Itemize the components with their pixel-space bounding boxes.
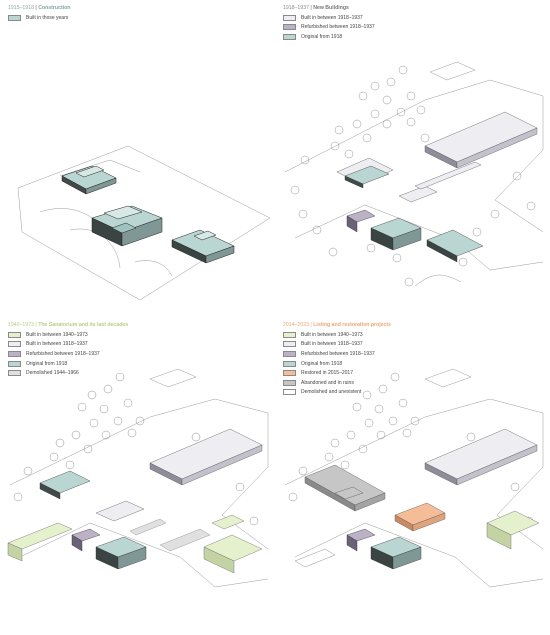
refurbished-1918-1937 bbox=[71, 528, 101, 552]
trees bbox=[288, 372, 534, 526]
legend-swatch bbox=[8, 350, 21, 357]
legend-label: Original from 1918 bbox=[301, 360, 343, 367]
panel-new-buildings: 1918–1937 | New Buildings Built in betwe… bbox=[275, 0, 550, 317]
legend-swatch bbox=[283, 331, 296, 338]
legend-swatch bbox=[283, 389, 296, 396]
legend-label: Built in between 1918–1937 bbox=[26, 341, 88, 348]
legend-label: Original from 1918 bbox=[26, 360, 68, 367]
legend-item: Built in those years bbox=[8, 13, 68, 23]
legend-label: Abandoned and in ruins bbox=[301, 379, 354, 386]
title-separator: | bbox=[33, 322, 39, 328]
sanatorium-wings-1918-1937 bbox=[95, 428, 263, 522]
site-plan-1915-1918 bbox=[17, 145, 271, 301]
legend-item: Original from 1918 bbox=[8, 359, 100, 369]
refurbished-1918-1937 bbox=[346, 209, 376, 233]
legend-swatch bbox=[283, 33, 296, 40]
legend-item: Built in between 1940–1973 bbox=[8, 330, 100, 340]
legend-label: Built in between 1940–1973 bbox=[26, 331, 88, 338]
built-1940-1973 bbox=[7, 514, 263, 574]
panel-title: 1915–1918 | Construction bbox=[8, 5, 70, 11]
panel-listing-restoration: 2014–2023 | Listing and restoration proj… bbox=[275, 317, 550, 634]
refurbished-1918-1937 bbox=[346, 528, 376, 552]
legend-swatch bbox=[8, 341, 21, 348]
title-separator: | bbox=[33, 5, 39, 11]
legend-label: Built in between 1918–1937 bbox=[301, 14, 363, 21]
demolished-1944-1966 bbox=[129, 518, 211, 552]
legend-item: Built in between 1940–1973 bbox=[283, 330, 375, 340]
sanatorium-wings-1918-1937 bbox=[336, 111, 538, 203]
panel-construction: 1915–1918 | Construction Built in those … bbox=[0, 0, 275, 317]
panel-name: The Sanatorium and its last decades bbox=[38, 322, 129, 328]
demolished-unexistent bbox=[294, 548, 336, 568]
panel-name: New Buildings bbox=[313, 5, 349, 11]
legend-label: Built in between 1940–1973 bbox=[301, 331, 363, 338]
original-1918 bbox=[370, 536, 422, 570]
legend-item: Refurbished between 1918–1937 bbox=[283, 23, 375, 33]
abandoned-ruins bbox=[304, 464, 386, 512]
panel-sanatorium-last-decades: 1940–1973 | The Sanatorium and its last … bbox=[0, 317, 275, 634]
sanatorium-wings-1918-1937 bbox=[424, 428, 538, 486]
legend-label: Original from 1918 bbox=[301, 33, 343, 40]
legend-item: Built in between 1918–1937 bbox=[8, 340, 100, 350]
original-1918 bbox=[344, 165, 484, 263]
legend-item: Refurbished between 1918–1937 bbox=[8, 349, 100, 359]
panel-name: Construction bbox=[38, 5, 71, 11]
legend-item: Built in between 1918–1937 bbox=[283, 340, 375, 350]
legend-item: Original from 1918 bbox=[283, 359, 375, 369]
legend-swatch bbox=[283, 360, 296, 367]
panel-years: 1915–1918 bbox=[8, 5, 34, 11]
legend-item: Original from 1918 bbox=[283, 32, 375, 42]
legend-item: Refurbished between 1918–1937 bbox=[283, 349, 375, 359]
site-plan-1918-1937 bbox=[284, 61, 544, 287]
legend: Built in between 1940–1973 Built in betw… bbox=[283, 330, 375, 397]
panel-title: 1918–1937 | New Buildings bbox=[283, 5, 349, 11]
panel-title: 2014–2023 | Listing and restoration proj… bbox=[283, 322, 391, 328]
legend-swatch bbox=[283, 14, 296, 21]
panel-years: 1918–1937 bbox=[283, 5, 309, 11]
legend-item: Abandoned and in ruins bbox=[283, 378, 375, 388]
site-plan-2014-2023 bbox=[284, 368, 544, 588]
legend-swatch bbox=[283, 370, 296, 377]
legend-label: Refurbished between 1918–1937 bbox=[301, 350, 375, 357]
legend-label: Demolished and unexistent bbox=[301, 389, 362, 396]
site-plan-1940-1973 bbox=[7, 368, 269, 588]
legend-label: Refurbished between 1918–1937 bbox=[301, 24, 375, 31]
building-east-1915 bbox=[171, 229, 235, 264]
panel-years: 2014–2023 bbox=[283, 322, 309, 328]
legend-label: Refurbished between 1918–1937 bbox=[26, 350, 100, 357]
legend-swatch bbox=[8, 360, 21, 367]
trees bbox=[13, 372, 259, 526]
legend-label: Demolished 1944–1966 bbox=[26, 370, 79, 377]
title-separator: | bbox=[308, 5, 314, 11]
title-separator: | bbox=[308, 322, 314, 328]
panel-name: Listing and restoration projects bbox=[313, 322, 392, 328]
building-central-1915 bbox=[91, 205, 163, 247]
legend: Built in between 1940–1973 Built in betw… bbox=[8, 330, 100, 378]
legend-item: Restored in 2015–2017 bbox=[283, 368, 375, 378]
legend-swatch bbox=[283, 24, 296, 31]
legend-swatch bbox=[283, 379, 296, 386]
legend-swatch bbox=[8, 331, 21, 338]
legend-label: Restored in 2015–2017 bbox=[301, 370, 353, 377]
legend-swatch bbox=[283, 350, 296, 357]
trees bbox=[290, 65, 536, 287]
legend-item: Demolished and unexistent bbox=[283, 388, 375, 398]
legend-swatch bbox=[8, 370, 21, 377]
panel-years: 1940–1973 bbox=[8, 322, 34, 328]
legend-item: Demolished 1944–1966 bbox=[8, 368, 100, 378]
legend: Built in between 1918–1937 Refurbished b… bbox=[283, 13, 375, 42]
legend-label: Built in those years bbox=[26, 14, 69, 21]
restored-2015-2017 bbox=[394, 502, 446, 532]
legend: Built in those years bbox=[8, 13, 68, 23]
legend-swatch bbox=[283, 341, 296, 348]
building-north-1915 bbox=[61, 165, 117, 195]
original-1918 bbox=[39, 470, 147, 570]
panel-title: 1940–1973 | The Sanatorium and its last … bbox=[8, 322, 128, 328]
built-1940-1973 bbox=[486, 510, 540, 550]
legend-item: Built in between 1918–1937 bbox=[283, 13, 375, 23]
legend-swatch bbox=[8, 14, 21, 21]
legend-label: Built in between 1918–1937 bbox=[301, 341, 363, 348]
